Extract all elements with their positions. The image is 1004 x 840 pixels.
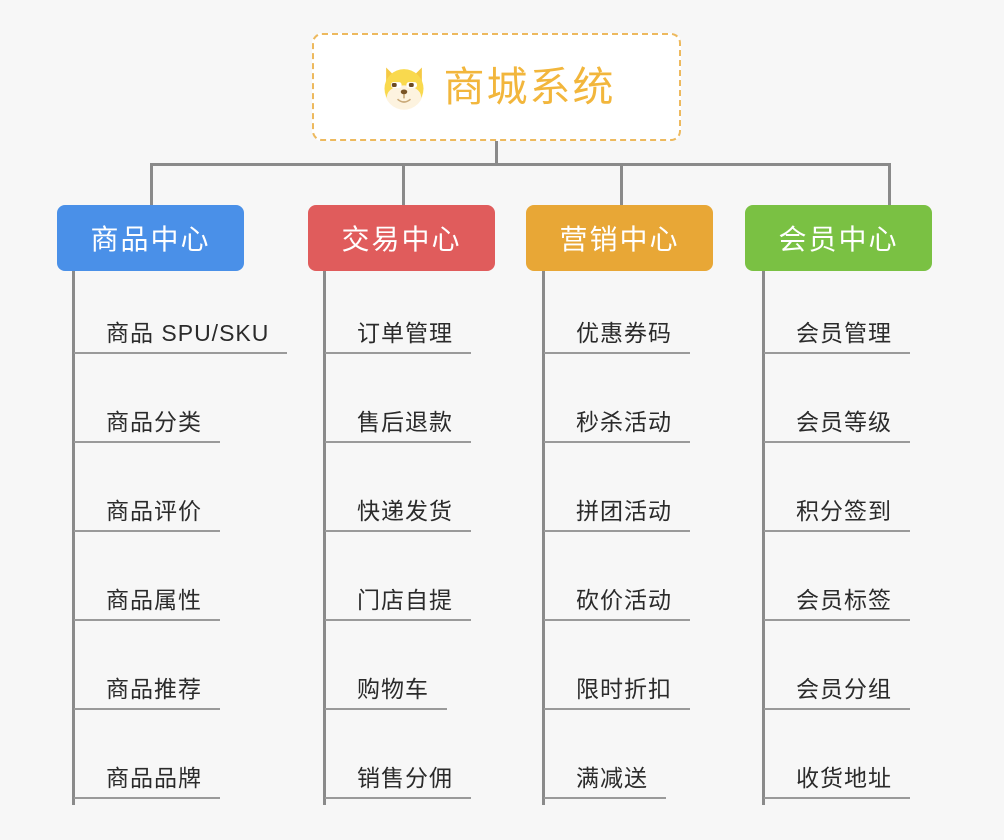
leaf-item[interactable]: 商品分类 (72, 360, 287, 449)
connector-drop-4 (888, 163, 891, 205)
leaf-item[interactable]: 满减送 (542, 716, 690, 805)
leaf-label: 商品评价 (74, 498, 220, 532)
leaf-spine (323, 271, 326, 805)
leaf-label: 售后退款 (325, 409, 471, 443)
leaf-column-member-center: 会员管理 会员等级 积分签到 会员标签 会员分组 收货地址 (762, 271, 910, 805)
leaf-item[interactable]: 商品属性 (72, 538, 287, 627)
leaf-label: 积分签到 (764, 498, 910, 532)
category-label: 会员中心 (778, 224, 899, 255)
leaf-label: 门店自提 (325, 587, 471, 621)
leaf-item[interactable]: 商品品牌 (72, 716, 287, 805)
leaf-spine (542, 271, 545, 805)
leaf-item[interactable]: 销售分佣 (323, 716, 471, 805)
category-label: 交易中心 (341, 224, 462, 255)
root-title: 商城系统 (443, 63, 616, 110)
leaf-item[interactable]: 会员等级 (762, 360, 910, 449)
leaf-label: 购物车 (325, 676, 447, 710)
leaf-item[interactable]: 快递发货 (323, 449, 471, 538)
leaf-label: 会员等级 (764, 409, 910, 443)
leaf-label: 会员标签 (764, 587, 910, 621)
leaf-label: 会员管理 (764, 320, 910, 354)
leaf-label: 商品品牌 (74, 765, 220, 799)
leaf-spine (72, 271, 75, 805)
leaf-label: 收货地址 (764, 765, 910, 799)
leaf-label: 优惠券码 (544, 320, 690, 354)
leaf-column-product-center: 商品 SPU/SKU 商品分类 商品评价 商品属性 商品推荐 商品品牌 (72, 271, 288, 805)
leaf-item[interactable]: 优惠券码 (542, 271, 690, 360)
leaf-label: 商品分类 (74, 409, 220, 443)
leaf-item[interactable]: 收货地址 (762, 716, 910, 805)
leaf-item[interactable]: 会员管理 (762, 271, 910, 360)
category-label: 营销中心 (559, 224, 680, 255)
category-box-member-center[interactable]: 会员中心 (745, 205, 932, 271)
connector-root-stem (495, 141, 498, 165)
leaf-item[interactable]: 会员标签 (762, 538, 910, 627)
leaf-column-marketing-center: 优惠券码 秒杀活动 拼团活动 砍价活动 限时折扣 满减送 (542, 271, 690, 805)
leaf-item[interactable]: 拼团活动 (542, 449, 690, 538)
leaf-item[interactable]: 购物车 (323, 627, 471, 716)
root-node[interactable]: 商城系统 (312, 33, 681, 141)
leaf-spine (762, 271, 765, 805)
leaf-item[interactable]: 售后退款 (323, 360, 471, 449)
leaf-item[interactable]: 商品评价 (72, 449, 287, 538)
category-label: 商品中心 (90, 224, 211, 255)
leaf-column-trade-center: 订单管理 售后退款 快递发货 门店自提 购物车 销售分佣 (323, 271, 471, 805)
category-box-product-center[interactable]: 商品中心 (57, 205, 244, 271)
category-box-trade-center[interactable]: 交易中心 (308, 205, 495, 271)
leaf-label: 商品属性 (74, 587, 220, 621)
leaf-label: 秒杀活动 (544, 409, 690, 443)
leaf-label: 快递发货 (325, 498, 471, 532)
leaf-label: 限时折扣 (544, 676, 690, 710)
leaf-label: 销售分佣 (325, 765, 471, 799)
leaf-label: 会员分组 (764, 676, 910, 710)
connector-drop-3 (620, 163, 623, 205)
leaf-label: 订单管理 (325, 320, 471, 354)
leaf-label: 商品 SPU/SKU (74, 320, 288, 354)
leaf-item[interactable]: 积分签到 (762, 449, 910, 538)
connector-drop-2 (402, 163, 405, 205)
leaf-item[interactable]: 商品 SPU/SKU (72, 271, 288, 360)
leaf-item[interactable]: 订单管理 (323, 271, 471, 360)
leaf-item[interactable]: 商品推荐 (72, 627, 287, 716)
leaf-item[interactable]: 限时折扣 (542, 627, 690, 716)
leaf-label: 砍价活动 (544, 587, 690, 621)
leaf-label: 商品推荐 (74, 676, 220, 710)
leaf-label: 满减送 (544, 765, 666, 799)
leaf-item[interactable]: 砍价活动 (542, 538, 690, 627)
dog-face-icon (384, 67, 423, 110)
connector-drop-1 (150, 163, 153, 205)
leaf-item[interactable]: 门店自提 (323, 538, 471, 627)
category-box-marketing-center[interactable]: 营销中心 (526, 205, 713, 271)
leaf-item[interactable]: 秒杀活动 (542, 360, 690, 449)
leaf-label: 拼团活动 (544, 498, 690, 532)
connector-horizontal-bus (150, 163, 891, 166)
leaf-item[interactable]: 会员分组 (762, 627, 910, 716)
